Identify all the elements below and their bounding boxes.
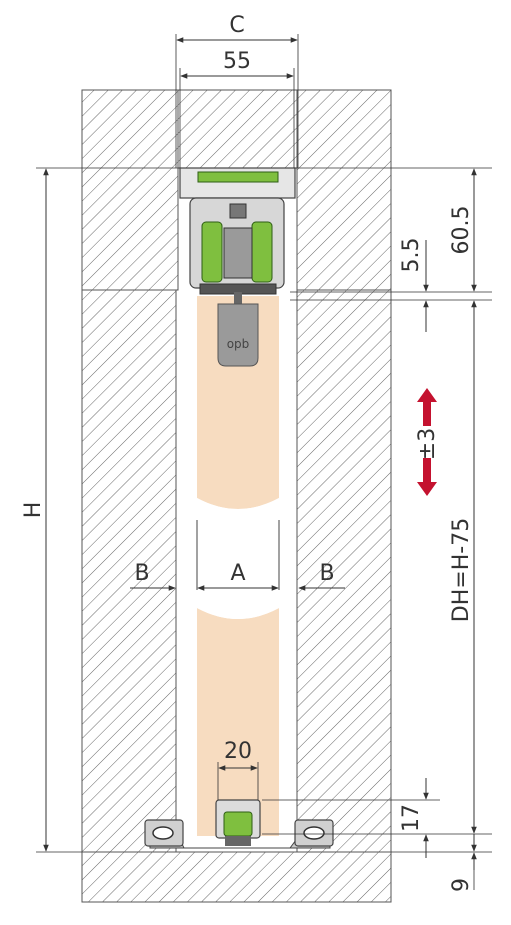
hanger-bracket: opb bbox=[217, 292, 259, 367]
dim-label-20: 20 bbox=[224, 739, 252, 764]
dim-label-9: 9 bbox=[449, 878, 474, 892]
dim-label-17: 17 bbox=[399, 804, 424, 832]
dim-label-pm3: ±3 bbox=[415, 428, 440, 460]
dim-label-5-5: 5.5 bbox=[399, 238, 424, 273]
arrow-up-icon bbox=[417, 388, 437, 426]
ceiling-right bbox=[296, 89, 392, 291]
dimension-20: 20 bbox=[217, 739, 259, 800]
ceiling-left bbox=[81, 89, 179, 291]
dimension-c: C bbox=[175, 13, 299, 168]
wall-right bbox=[296, 289, 392, 853]
dim-label-55: 55 bbox=[223, 49, 251, 74]
bottom-guide bbox=[144, 799, 334, 849]
arrow-down-icon bbox=[417, 458, 437, 496]
dimension-h: H bbox=[21, 167, 180, 853]
height-adjust-arrows: ±3 bbox=[415, 388, 440, 496]
right-dimensions: 60.5 5.5 DH=H-75 17 9 bbox=[262, 167, 492, 892]
wall-sections bbox=[81, 89, 392, 903]
dim-label-60-5: 60.5 bbox=[449, 206, 474, 255]
floor bbox=[81, 851, 392, 903]
dim-label-b-left: B bbox=[134, 561, 149, 586]
dim-label-c: C bbox=[229, 13, 244, 38]
dim-label-dh: DH=H-75 bbox=[449, 518, 474, 622]
dim-label-h: H bbox=[21, 502, 46, 519]
brand-logo: opb bbox=[227, 337, 250, 351]
dimension-a-b: A B B bbox=[130, 561, 345, 591]
carriage-wheel-right bbox=[251, 221, 273, 283]
top-track bbox=[179, 167, 296, 295]
ceiling-top bbox=[177, 89, 298, 169]
dim-label-a: A bbox=[230, 561, 245, 586]
dimension-55: 55 bbox=[179, 49, 295, 168]
wall-left bbox=[81, 289, 177, 853]
dim-label-b-right: B bbox=[319, 561, 334, 586]
carriage-wheel-left bbox=[201, 221, 223, 283]
